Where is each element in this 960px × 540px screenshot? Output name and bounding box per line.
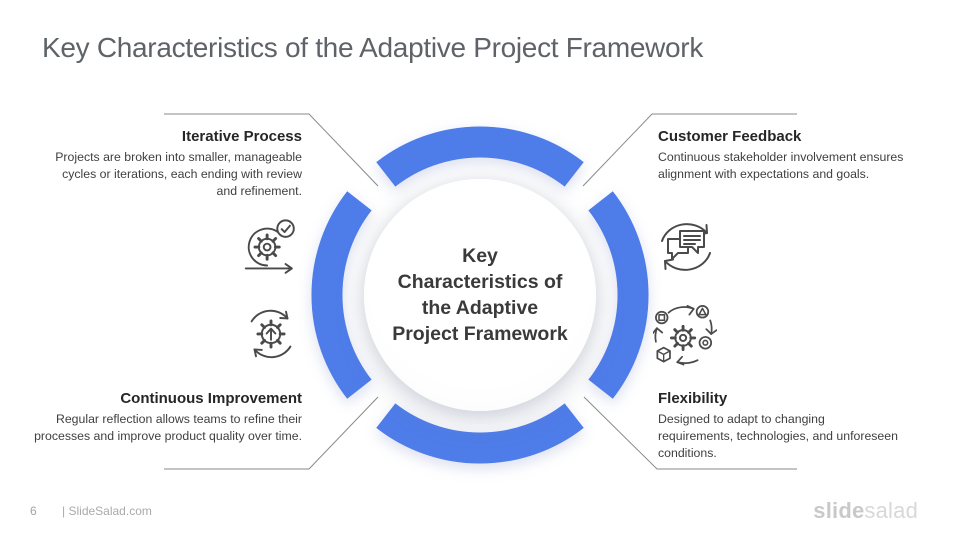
footer: 6 | SlideSalad.com: [30, 504, 152, 518]
section-title: Iterative Process: [181, 128, 302, 145]
section-flexibility: Flexibility Designed to adapt to changin…: [658, 390, 898, 462]
logo-text-salad: salad: [864, 498, 918, 523]
section-description: Designed to adapt to changing requiremen…: [658, 412, 898, 460]
section-customer-feedback: Customer Feedback Continuous stakeholder…: [658, 128, 926, 183]
logo-text-slide: slide: [813, 498, 865, 523]
center-label: Key Characteristics of the Adaptive Proj…: [392, 245, 568, 345]
flexibility-icon: [653, 305, 717, 366]
section-title: Customer Feedback: [658, 128, 802, 145]
page-number: 6: [30, 504, 37, 518]
section-title: Flexibility: [658, 390, 728, 407]
section-iterative-process: Iterative Process Projects are broken in…: [50, 128, 302, 200]
section-description: Continuous stakeholder involvement ensur…: [658, 150, 904, 181]
ring-arc-left: [311, 191, 372, 399]
section-description: Regular reflection allows teams to refin…: [34, 412, 302, 443]
ring-arc-right: [588, 191, 649, 399]
center-ring: [311, 126, 649, 464]
slidesalad-logo: slidesalad: [813, 498, 918, 524]
footer-site-text: | SlideSalad.com: [62, 504, 152, 518]
section-continuous-improvement: Continuous Improvement Regular reflectio…: [26, 390, 302, 445]
section-title: Continuous Improvement: [120, 390, 302, 407]
continuous-improvement-icon: [250, 309, 292, 359]
ring-arc-bottom: [376, 403, 584, 464]
customer-feedback-icon: [661, 223, 711, 271]
section-description: Projects are broken into smaller, manage…: [55, 150, 302, 198]
ring-arc-top: [376, 126, 584, 187]
center-circle: Key Characteristics of the Adaptive Proj…: [364, 179, 596, 411]
slide-title: Key Characteristics of the Adaptive Proj…: [42, 32, 704, 63]
iterative-process-icon: [244, 219, 295, 274]
